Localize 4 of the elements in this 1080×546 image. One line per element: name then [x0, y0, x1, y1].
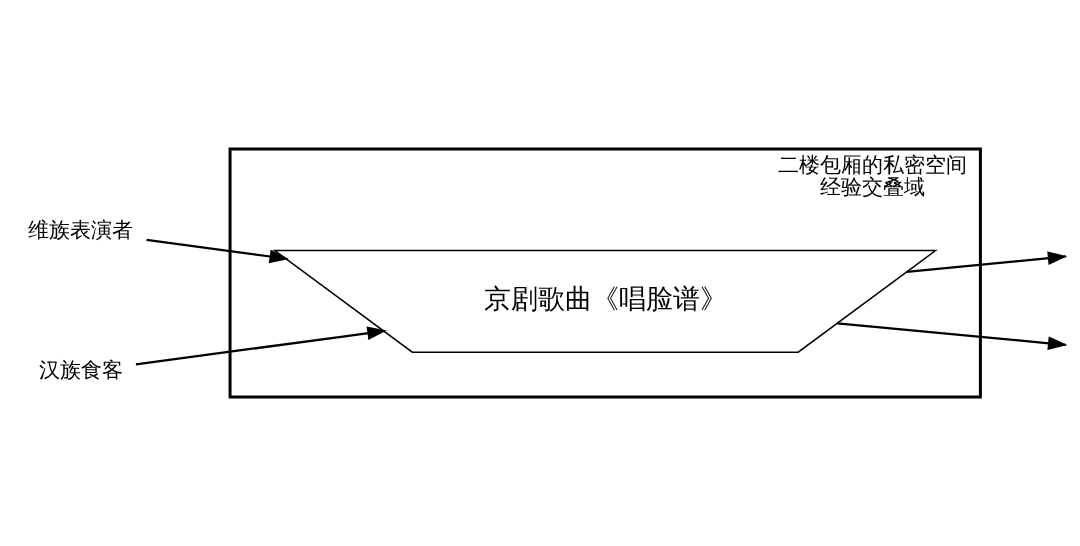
node-text: 汉族食客: [38, 358, 123, 383]
arrow: [135, 326, 387, 366]
node-text: 维族表演者: [28, 217, 134, 242]
arrow: [146, 238, 289, 264]
